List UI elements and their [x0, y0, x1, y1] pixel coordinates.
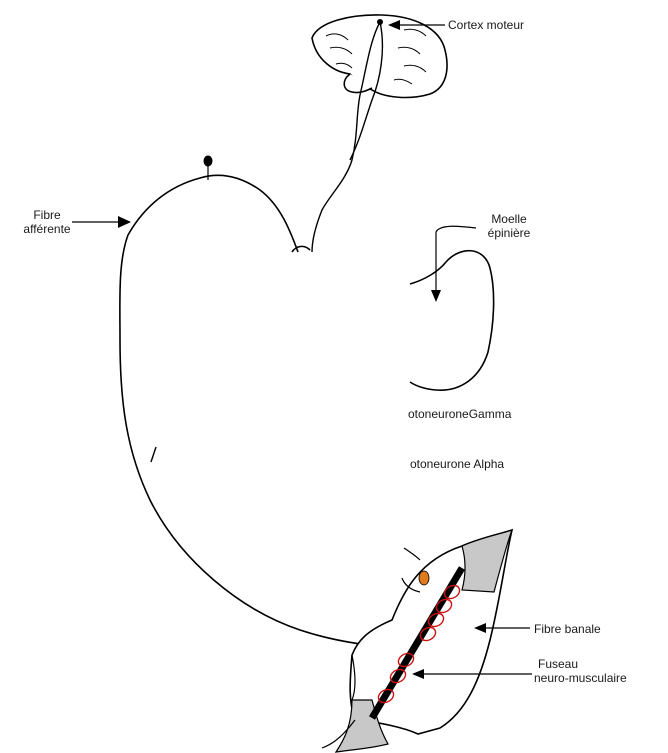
afferent-pointer-arrow — [72, 216, 131, 228]
label-moelle-epiniere: Moelle épinière — [478, 212, 540, 240]
label-fuseau-line2: neuro-musculaire — [534, 671, 627, 685]
cortex-neuron-dot — [377, 19, 383, 25]
label-cortex-moteur: Cortex moteur — [448, 18, 524, 32]
spinal-cord-shape — [410, 251, 494, 391]
label-fuseau-line1: Fuseau — [534, 657, 627, 671]
label-fuseau-neuro-musculaire: Fuseau neuro-musculaire — [534, 657, 627, 685]
label-moelle-line2: épinière — [478, 226, 540, 240]
label-fibre-afferente-line1: Fibre — [22, 208, 72, 222]
label-moelle-line1: Moelle — [478, 212, 540, 226]
label-fibre-afferente-line2: afférente — [22, 222, 72, 236]
label-fibre-banale: Fibre banale — [534, 622, 601, 636]
afferent-tick-mark — [151, 447, 156, 462]
afferent-fibre-loop — [120, 175, 395, 648]
label-motoneurone-gamma: otoneuroneGamma — [408, 407, 511, 421]
moelle-pointer-arrow — [431, 226, 476, 302]
dorsal-root-ganglion — [204, 156, 213, 167]
label-motoneurone-alpha: otoneurone Alpha — [410, 457, 504, 471]
brain-cortex-shape — [312, 15, 447, 98]
gamma-motor-terminal — [419, 571, 429, 585]
label-fibre-afferente: Fibre afférente — [22, 208, 72, 236]
